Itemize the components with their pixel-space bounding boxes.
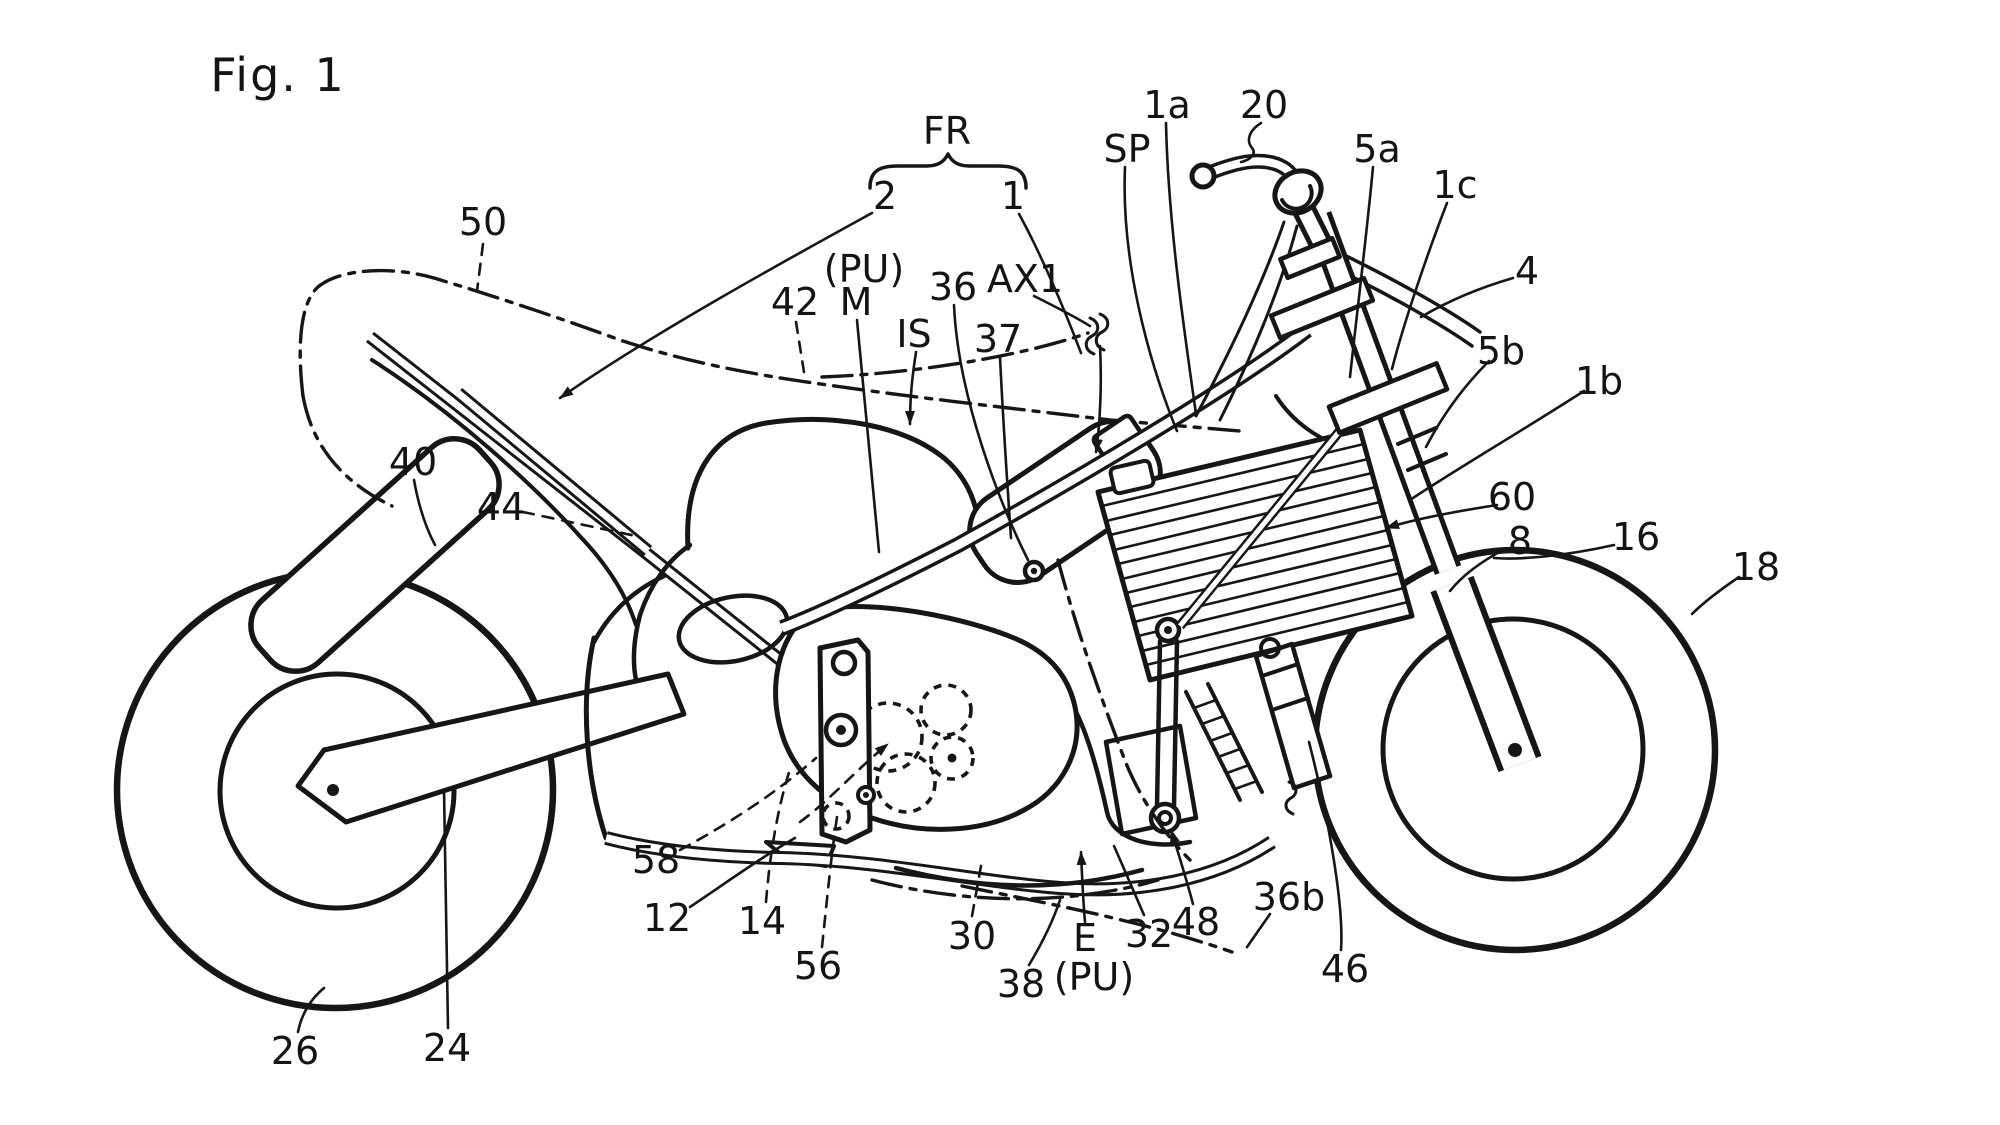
ref-label-1b: 1b: [1575, 359, 1623, 403]
ref-label-24: 24: [423, 1026, 471, 1070]
handlebar: [1189, 153, 1324, 216]
ref-label-AX1: AX1: [987, 257, 1063, 301]
ref-label-56: 56: [794, 944, 842, 988]
ref-label-E: E: [1073, 916, 1097, 960]
ref-label-58: 58: [632, 838, 680, 882]
ref-label-37: 37: [974, 317, 1022, 361]
ref-label-M: M: [840, 280, 873, 324]
ref-label-60: 60: [1488, 475, 1536, 519]
steering-fork: [1189, 153, 1542, 773]
ref-label-1: 1: [1001, 174, 1025, 218]
break-squiggle: [1284, 780, 1298, 816]
lower-rail-exhaust: [604, 831, 1276, 954]
ref-label-26: 26: [271, 1029, 319, 1073]
ref-label-32: 32: [1125, 912, 1173, 956]
ref-label-42: 42: [771, 280, 819, 324]
ref-label-PU-bottom: (PU): [1054, 955, 1134, 999]
pivot-plate: [817, 637, 876, 845]
front-down-strut: [1176, 412, 1356, 630]
ref-label-12: 12: [643, 896, 691, 940]
ref-label-30: 30: [948, 914, 996, 958]
ref-label-IS: IS: [896, 312, 931, 356]
ref-label-46: 46: [1321, 947, 1369, 991]
ref-label-1c: 1c: [1432, 163, 1477, 207]
break-squiggle: [1094, 312, 1110, 352]
leader-lines: [296, 121, 1741, 1034]
fr-brace: [868, 152, 1028, 190]
ref-label-40: 40: [389, 440, 437, 484]
ref-label-36: 36: [929, 265, 977, 309]
ref-label-36b: 36b: [1253, 875, 1325, 919]
ref-label-4: 4: [1515, 249, 1539, 293]
ref-label-PU-top: (PU): [824, 247, 904, 291]
axis-lines: [820, 312, 1298, 862]
ref-label-1a: 1a: [1143, 83, 1190, 127]
ref-label-5b: 5b: [1477, 329, 1525, 373]
ref-label-FR: FR: [923, 109, 971, 153]
ref-label-44: 44: [477, 485, 525, 529]
ref-label-8: 8: [1508, 519, 1532, 563]
radiator: [1095, 427, 1415, 683]
ref-label-2: 2: [873, 174, 897, 218]
ref-label-SP: SP: [1103, 127, 1150, 171]
ref-label-38: 38: [997, 962, 1045, 1006]
ref-label-50: 50: [459, 200, 507, 244]
ref-label-18: 18: [1732, 545, 1780, 589]
ref-label-48: 48: [1172, 900, 1220, 944]
ref-label-14: 14: [738, 899, 786, 943]
ref-label-20: 20: [1240, 83, 1288, 127]
ref-label-5a: 5a: [1353, 127, 1400, 171]
figure-title: Fig. 1: [210, 48, 346, 102]
break-squiggle: [1084, 316, 1100, 356]
swingarm: [295, 671, 687, 825]
main-frame: [779, 250, 1482, 636]
ref-label-16: 16: [1612, 515, 1660, 559]
muffler: [248, 436, 502, 674]
